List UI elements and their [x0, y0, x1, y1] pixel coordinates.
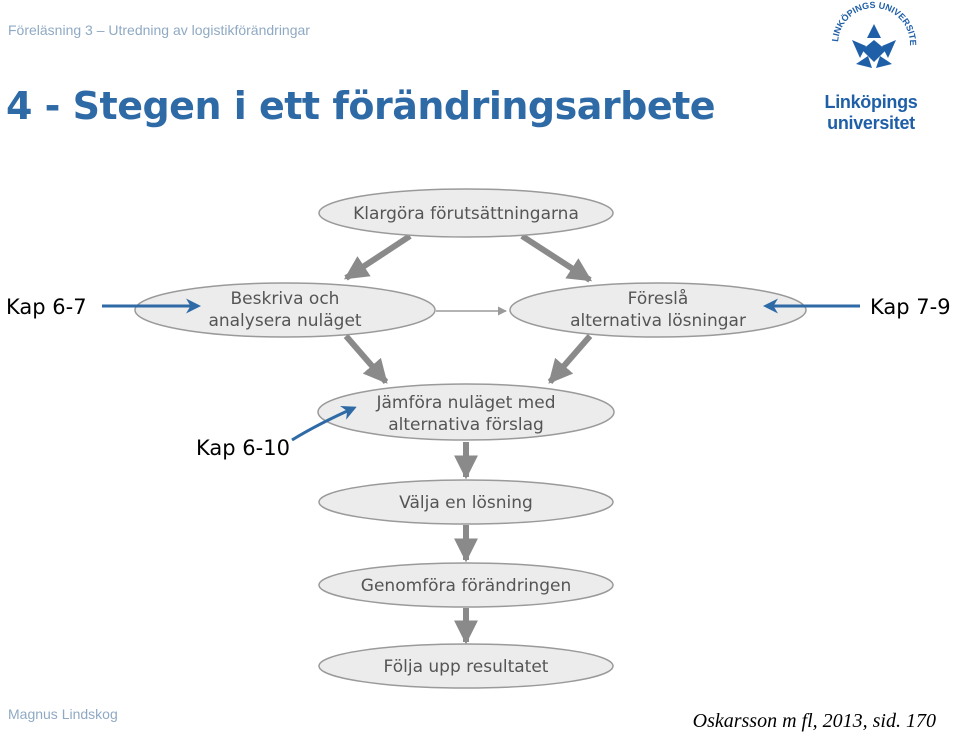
node-beskriva: Beskriva och analysera nuläget [134, 282, 436, 338]
university-seal-icon: LINKÖPINGS UNIVERSITET [782, 0, 918, 87]
node-genomfora: Genomföra förändringen [318, 562, 614, 608]
node-label: alternativa lösningar [570, 311, 746, 331]
node-label: alternativa förslag [388, 415, 544, 435]
arrow-klargora-to-foresla [520, 233, 593, 283]
node-label: Jämföra nuläget med [375, 393, 555, 413]
university-logo: LINKÖPINGS UNIVERSITET Linköpings univer… [782, 0, 960, 133]
node-label: Beskriva och [231, 289, 340, 309]
kap79-label: Kap 7-9 [870, 295, 951, 319]
node-folja: Följa upp resultatet [318, 643, 614, 689]
node-label: analysera nuläget [208, 311, 361, 331]
node-jamfora: Jämföra nuläget med alternativa förslag [317, 383, 615, 441]
kap610-arrow [291, 406, 357, 442]
node-label: Genomföra förändringen [361, 576, 571, 596]
logo-text: Linköpings universitet [824, 92, 918, 133]
node-klargora: Klargöra förutsättningarna [318, 188, 614, 238]
kap67-label: Kap 6-7 [6, 295, 87, 319]
footer-author: Magnus Lindskog [8, 706, 118, 722]
footer-citation: Oskarsson m fl, 2013, sid. 170 [692, 710, 936, 732]
node-label: Klargöra förutsättningarna [353, 204, 579, 224]
node-label: Följa upp resultatet [384, 657, 549, 677]
node-valja: Välja en lösning [318, 479, 614, 525]
arrow-foresla-to-jamfora [547, 334, 593, 384]
node-label: Välja en lösning [399, 493, 533, 513]
arrow-beskriva-to-jamfora [343, 334, 389, 384]
node-foresla: Föreslå alternativa lösningar [509, 282, 807, 338]
arrow-klargora-to-beskriva [343, 233, 412, 281]
breadcrumb: Föreläsning 3 – Utredning av logistikför… [8, 22, 310, 38]
node-label: Föreslå [628, 288, 689, 309]
page-title: 4 - Stegen i ett förändringsarbete [6, 84, 716, 128]
kap610-label: Kap 6-10 [196, 436, 290, 460]
